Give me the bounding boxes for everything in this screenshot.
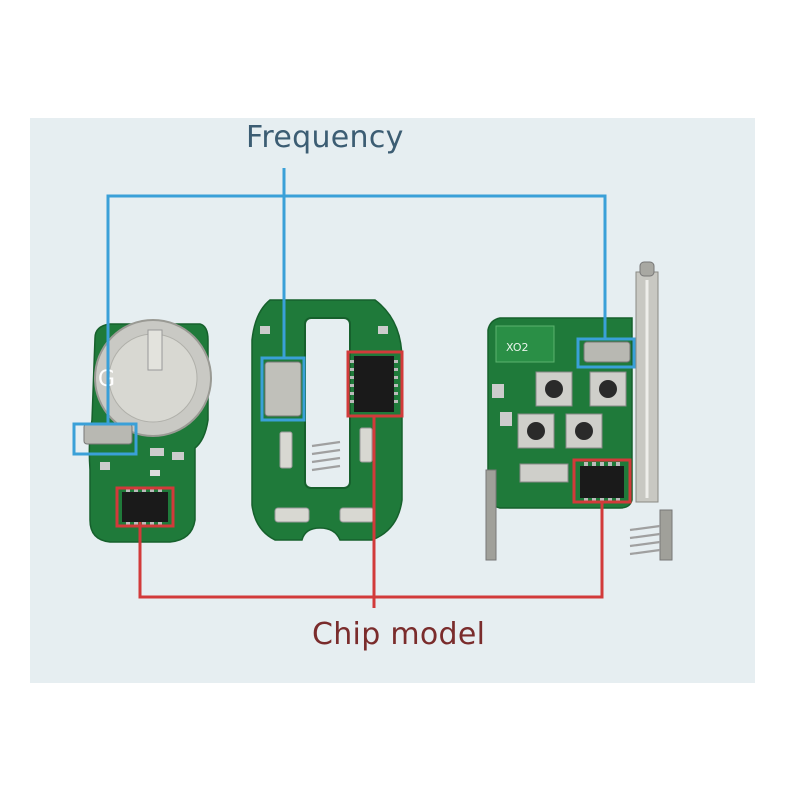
chip-model-label: Chip model [312, 617, 486, 652]
crystal-oscillator-middle [264, 361, 302, 417]
chip-box-right [572, 458, 632, 504]
frequency-box-middle [260, 356, 306, 422]
left-board: G [83, 319, 212, 543]
crystal-oscillator [83, 423, 133, 445]
frequency-callout [72, 168, 636, 456]
chip-box-middle [346, 350, 404, 418]
ic-chip-middle [354, 356, 394, 412]
push-buttons [517, 371, 627, 449]
battery-contact [485, 469, 497, 561]
chip-box-left [115, 486, 175, 528]
frequency-connector-line [106, 194, 607, 425]
frequency-box-left [72, 422, 138, 456]
chip-model-callout [115, 350, 632, 608]
chip-connector-line [138, 502, 604, 599]
spring [311, 440, 341, 472]
right-board: XO2 [485, 261, 673, 561]
ic-chip-right [580, 466, 624, 498]
board-marking-xo2: XO2 [506, 341, 529, 354]
ic-chip [122, 492, 168, 522]
frequency-label: Frequency [246, 120, 404, 155]
frequency-box-right [576, 337, 636, 369]
crystal-oscillator-right [583, 341, 631, 363]
